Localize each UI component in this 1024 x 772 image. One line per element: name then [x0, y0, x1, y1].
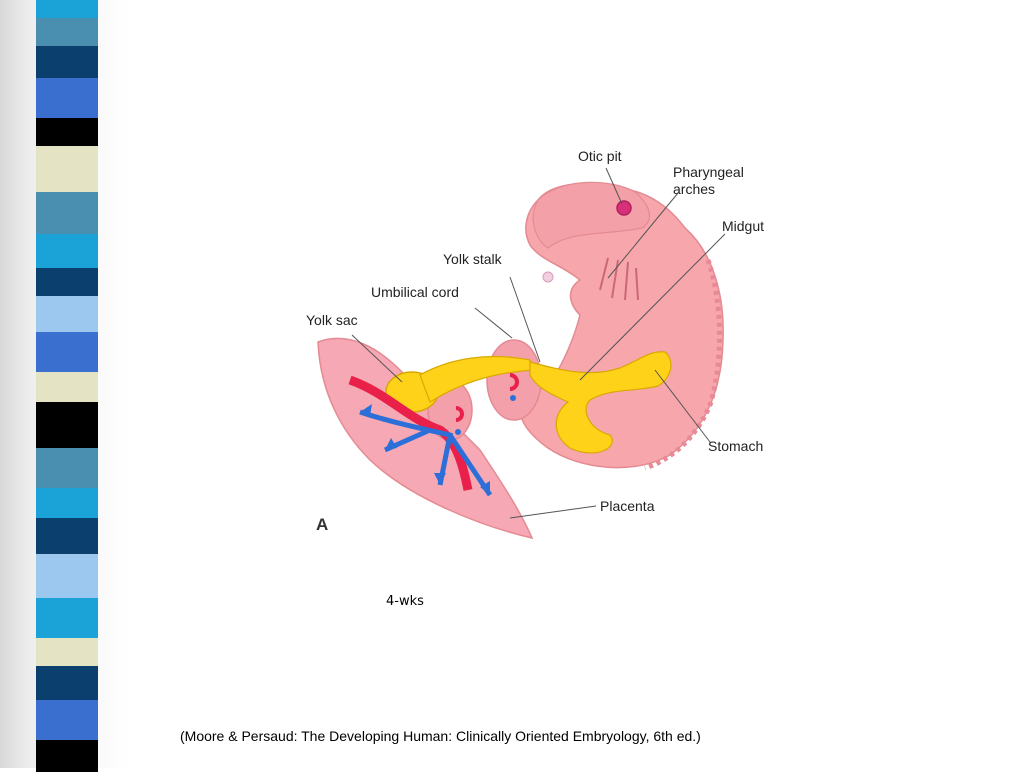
stripe-block — [36, 46, 98, 78]
stripe-block — [36, 0, 98, 18]
stripe-block — [36, 192, 98, 234]
otic-pit-mark — [616, 200, 632, 216]
embryo-illustration — [317, 167, 726, 540]
stripe-block — [36, 268, 98, 296]
stripe-block — [36, 78, 98, 118]
stripe-block — [36, 488, 98, 518]
stripe-block — [36, 740, 98, 772]
embryo-diagram: Otic pit Pharyngeal arches Midgut Yolk s… — [290, 130, 790, 550]
stripe-block — [36, 332, 98, 372]
yolk-stalk-label: Yolk stalk — [443, 251, 502, 267]
embryo-head — [532, 181, 651, 249]
artery-ring-marks — [455, 373, 519, 422]
stripe-block — [36, 518, 98, 554]
stripe-block — [36, 700, 98, 740]
decorative-stripe-bar — [36, 0, 98, 772]
vein-dot — [510, 395, 516, 401]
stripe-block — [36, 402, 98, 448]
stripe-block — [36, 18, 98, 46]
leader-lines — [351, 167, 726, 519]
stripe-block — [36, 234, 98, 268]
midgut-label: Midgut — [722, 218, 765, 234]
stripe-block — [36, 638, 98, 666]
stripe-block — [36, 296, 98, 332]
stripe-block — [36, 448, 98, 488]
vein-dot — [455, 429, 461, 435]
yolk-sac-label: Yolk sac — [306, 312, 358, 328]
stomach-label: Stomach — [708, 438, 764, 454]
stripe-block — [36, 666, 98, 700]
umbilical-artery — [348, 375, 473, 491]
stripe-block — [36, 118, 98, 146]
stripe-block — [36, 372, 98, 402]
otic-pit-label: Otic pit — [578, 148, 622, 164]
gut-tube — [529, 351, 672, 454]
pharyngeal-arch-lines — [599, 257, 639, 301]
age-caption: 4-wks — [386, 594, 424, 609]
placenta-label: Placenta — [600, 498, 655, 514]
stripe-block — [36, 554, 98, 598]
stripe-block — [36, 598, 98, 638]
citation-text: (Moore & Persaud: The Developing Human: … — [180, 728, 701, 744]
umbilical-cord-label: Umbilical cord — [371, 284, 459, 300]
stripe-block — [36, 146, 98, 192]
figure-letter: A — [316, 515, 329, 534]
somites — [644, 259, 723, 471]
pharyngeal-arches-label: Pharyngeal arches — [673, 164, 744, 197]
eye-mark — [542, 271, 554, 283]
vessel-arrowheads — [360, 404, 490, 495]
